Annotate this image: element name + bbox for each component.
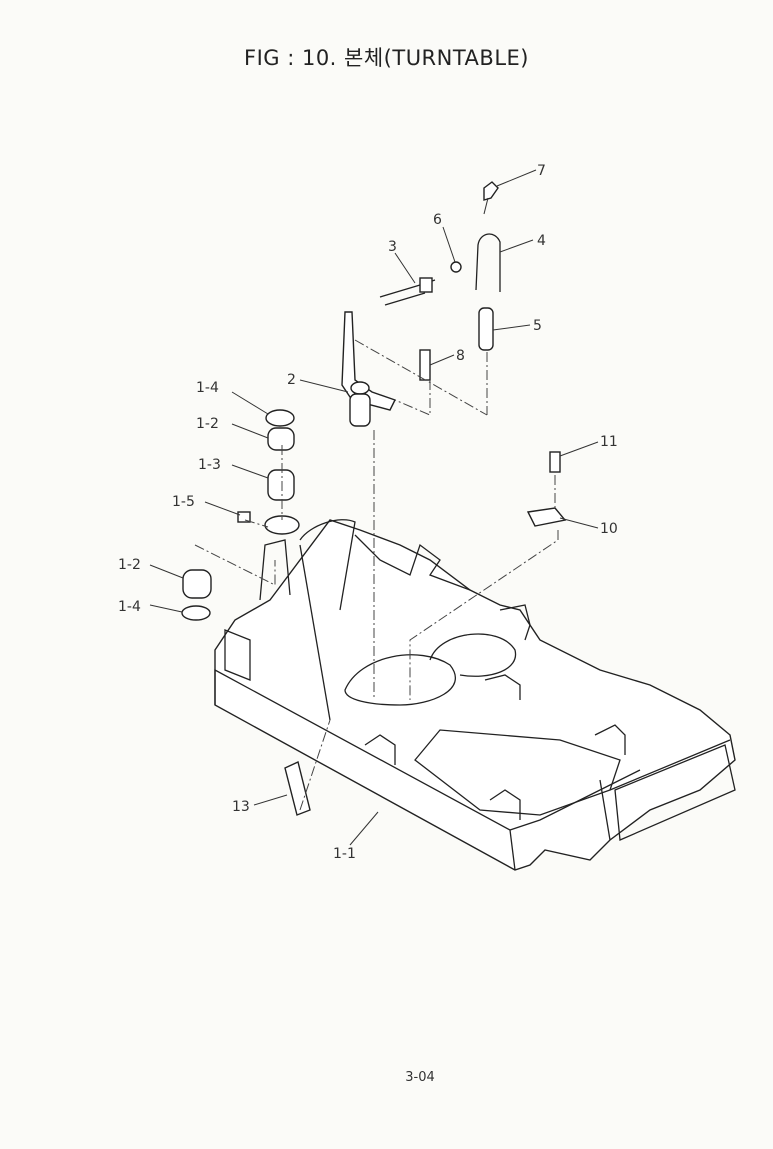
- part-1-4-seal: [265, 409, 295, 427]
- callout-5: 5: [533, 318, 542, 334]
- part-7-pin: [483, 181, 499, 201]
- callout-3: 3: [388, 239, 397, 255]
- callout-1-1: 1-1: [333, 846, 356, 862]
- part-1-2-bushing: [267, 427, 295, 451]
- page-number: 3-04: [405, 1070, 435, 1085]
- part-1-2-bushing-lower: [182, 569, 212, 599]
- callout-6: 6: [433, 212, 442, 228]
- parts: [181, 181, 567, 816]
- callout-1-4-lower: 1-4: [118, 599, 141, 615]
- part-1-5-fitting: [237, 511, 251, 523]
- part-3-bracket: [419, 277, 433, 293]
- callout-1-5: 1-5: [172, 494, 195, 510]
- callout-1-3: 1-3: [198, 457, 221, 473]
- callout-4: 4: [537, 233, 546, 249]
- part-8-bolt: [419, 349, 431, 381]
- part-6-washer: [450, 261, 462, 273]
- part-1-3-bushing: [267, 469, 295, 501]
- callouts: 7 6 4 3 5 8 2 1-4 1-2 1-3 1-5 11 10 1-2 …: [118, 163, 618, 862]
- center-lines: [194, 339, 559, 811]
- leader-lines: [149, 169, 599, 846]
- callout-1-4: 1-4: [196, 380, 219, 396]
- turntable-frame: [214, 519, 736, 871]
- callout-1-2-lower: 1-2: [118, 557, 141, 573]
- part-5-pin: [478, 307, 494, 351]
- figure-title: FIG : 10. 본체(TURNTABLE): [243, 46, 529, 70]
- callout-7: 7: [537, 163, 546, 179]
- part-10-plate: [526, 507, 567, 527]
- part-11-bolt: [549, 451, 561, 473]
- part-13-pin: [284, 761, 311, 816]
- part-4-rod: [475, 233, 501, 292]
- callout-8: 8: [456, 348, 465, 364]
- part-1-4-seal-lower: [181, 605, 211, 621]
- callout-10: 10: [600, 521, 618, 537]
- callout-11: 11: [600, 434, 618, 450]
- callout-13: 13: [232, 799, 250, 815]
- callout-1-2: 1-2: [196, 416, 219, 432]
- callout-2: 2: [287, 372, 296, 388]
